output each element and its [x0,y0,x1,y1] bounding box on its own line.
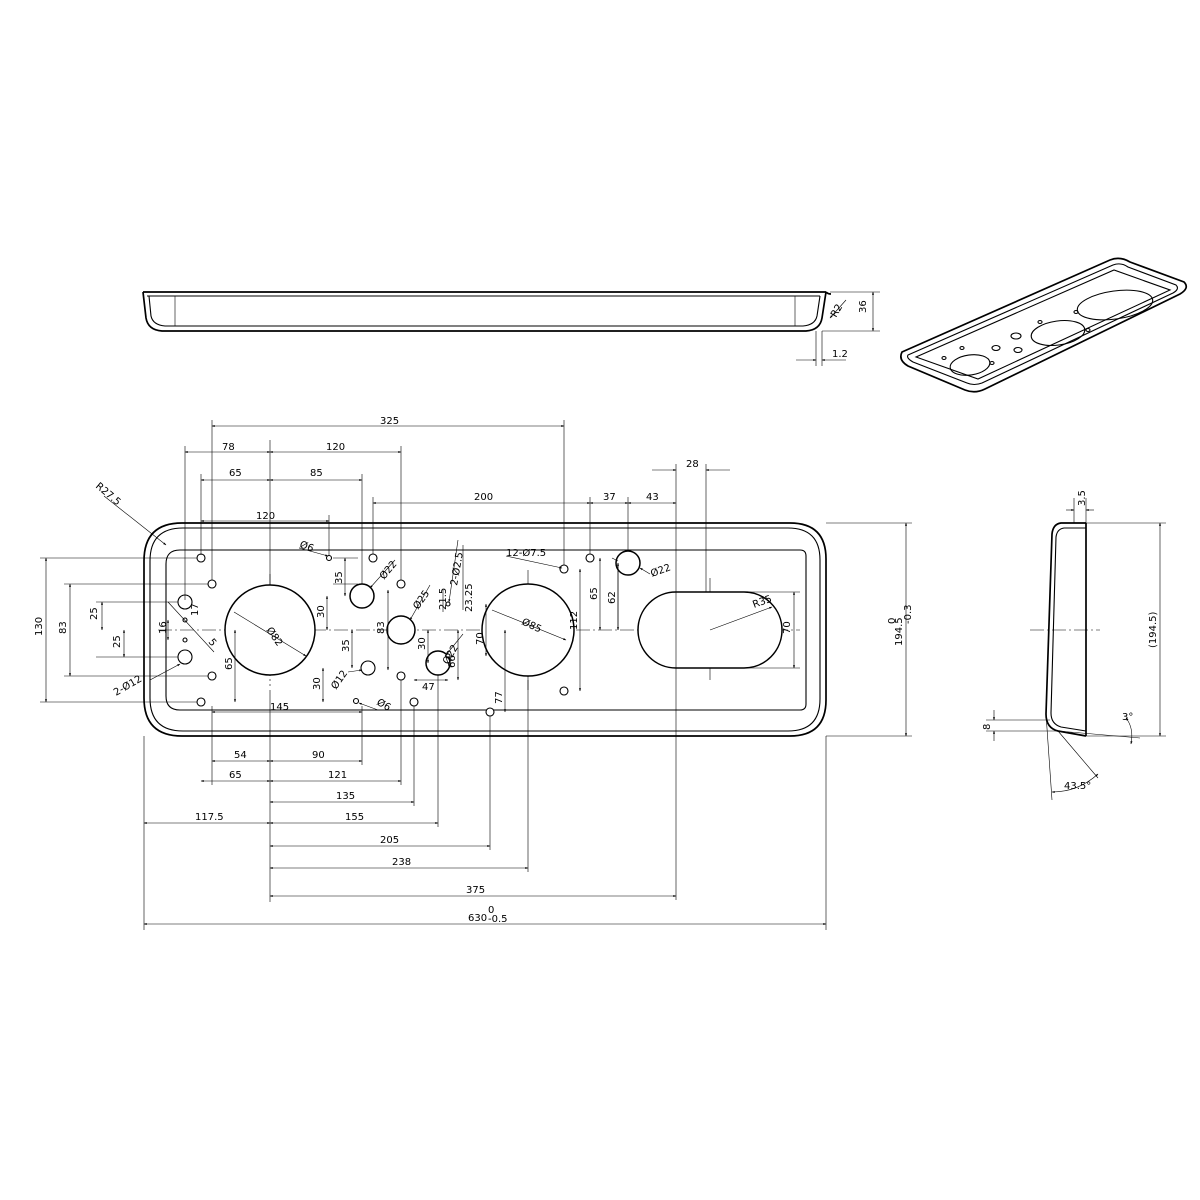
dim-8-section: 8 [982,724,993,730]
callout-12-phi75: 12-Ø7.5 [506,547,546,559]
dim-r275: R27.5 [93,481,122,508]
side-view: 36 R2 1.2 [142,291,880,366]
dim-5: 5 [206,637,219,649]
dim-130: 130 [34,617,45,636]
dim-78: 78 [222,442,235,453]
hole-phi25 [386,615,416,645]
dim-2325: 23.25 [464,583,475,612]
dim-30-b: 30 [417,637,428,650]
dim-1945-ref: (194.5) [1148,611,1159,648]
dim-35-a: 35 [334,571,345,584]
callout-2-phi25: 2-Ø2.5 [448,551,466,586]
dim-375: 375 [466,885,485,896]
dim-62: 62 [607,591,618,604]
dim-630-tol-lo: -0.5 [488,914,508,925]
side-thickness-dim: 1.2 [832,349,848,360]
dim-121: 121 [328,770,347,781]
dim-25-b: 25 [112,635,123,648]
dim-37: 37 [603,492,616,503]
dim-35-section: 3.5 [1077,490,1088,506]
dim-1175: 117.5 [195,812,224,823]
callout-phi25: Ø25 [411,588,433,612]
dim-17: 17 [190,603,201,616]
dim-120-a: 120 [326,442,345,453]
dim-35-b: 35 [341,639,352,652]
dim-90: 90 [312,750,325,761]
dim-120-b: 120 [256,511,275,522]
callout-2-phi12: 2-Ø12 [112,673,144,699]
callout-phi12-c: Ø12 [329,668,351,692]
isometric-view [900,257,1188,393]
dim-43: 43 [646,492,659,503]
dim-25-a: 25 [89,607,100,620]
side-height-dim: 36 [858,300,869,313]
dim-77: 77 [494,691,505,704]
dim-1945-tol-lo: -0.3 [903,604,914,624]
angle-435: 43.5° [1064,781,1091,792]
dim-66: 66 [447,655,458,668]
dim-30-c: 30 [312,677,323,690]
dim-145: 145 [270,702,289,713]
bottom-dimensions: 54 90 65 121 135 117.5 155 205 238 375 6… [143,675,827,930]
side-radius-dim: R2 [829,302,845,319]
dim-65-c: 65 [589,587,600,600]
dim-28: 28 [686,459,699,470]
plan-view: Ø6 Ø22 Ø25 2-Ø2.5 23.25 21.5 Ø22 12-Ø7.5… [34,522,914,737]
dim-30-a: 30 [316,605,327,618]
section-view: 3.5 (194.5) 8 3° 43.5° [982,490,1166,801]
dim-112: 112 [569,611,580,630]
dim-65-a: 65 [229,468,242,479]
dim-325: 325 [380,416,399,427]
callout-phi6-b: Ø6 [375,696,393,714]
hole-phi12-c [360,660,376,676]
dim-135: 135 [336,791,355,802]
dim-215: 21.5 [438,588,449,610]
dim-630-tol-up: 0 [488,905,494,916]
dim-1945: 194.5 [894,617,905,646]
callout-phi22-c: Ø22 [649,561,672,579]
callout-phi6-a: Ø6 [298,539,315,555]
hole-phi22-c [615,550,641,576]
angle-3: 3° [1122,712,1133,723]
dim-83-center: 83 [376,621,387,634]
dim-200: 200 [474,492,493,503]
dim-70-right: 70 [782,621,793,634]
dim-238: 238 [392,857,411,868]
dim-65-b: 65 [224,657,235,670]
dim-65-bottom: 65 [229,770,242,781]
dim-205: 205 [380,835,399,846]
dim-1945-tol-up: 0 [887,618,898,624]
dim-85: 85 [310,468,323,479]
dim-16: 16 [158,621,169,634]
hole-phi12-b [177,649,193,665]
dim-630: 630 [468,913,487,924]
dim-155: 155 [345,812,364,823]
dim-70-center: 70 [475,632,486,645]
dim-83-left: 83 [58,621,69,634]
dim-47: 47 [422,682,435,693]
dim-54: 54 [234,750,247,761]
callout-phi22-a: Ø22 [377,558,399,582]
